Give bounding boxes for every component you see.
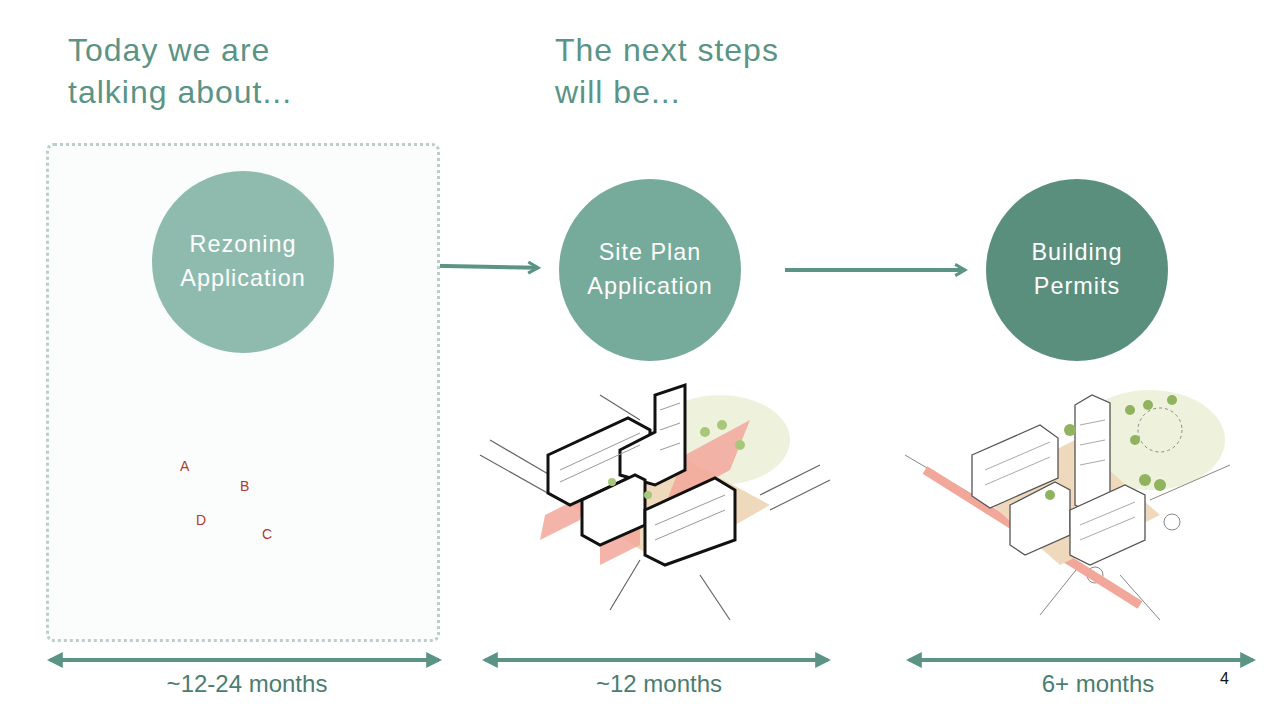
duration-label: ~12 months [592, 670, 726, 698]
block-letter: B [240, 478, 249, 494]
stage-label: Rezoning Application [163, 228, 323, 296]
stage-group: Today we are talking about... Rezoning Ap… [46, 30, 440, 642]
block-letter: A [180, 458, 189, 474]
circle-shape [558, 178, 742, 362]
stage-circle: Site Plan Application [558, 178, 742, 362]
duration-arrows [50, 658, 1253, 662]
page-number: 4 [1220, 670, 1229, 688]
stage-circle: Rezoning Application [151, 170, 335, 354]
duration-label: ~12-24 months [163, 670, 332, 698]
stage-label: Building Permits [997, 236, 1157, 304]
stage-label: Site Plan Application [570, 236, 730, 304]
stage-circle: Building Permits [985, 178, 1169, 362]
block-letter: C [262, 526, 272, 542]
section-heading: The next steps will be... [555, 30, 825, 113]
site-plan-sketch [480, 385, 830, 620]
flow-arrow [785, 268, 965, 272]
circle-shape [985, 178, 1169, 362]
block-letter: D [196, 512, 206, 528]
duration-label: 6+ months [1038, 670, 1159, 698]
building-sketch [905, 390, 1230, 620]
circle-shape [151, 170, 335, 354]
section-heading: Today we are talking about... [68, 30, 338, 113]
